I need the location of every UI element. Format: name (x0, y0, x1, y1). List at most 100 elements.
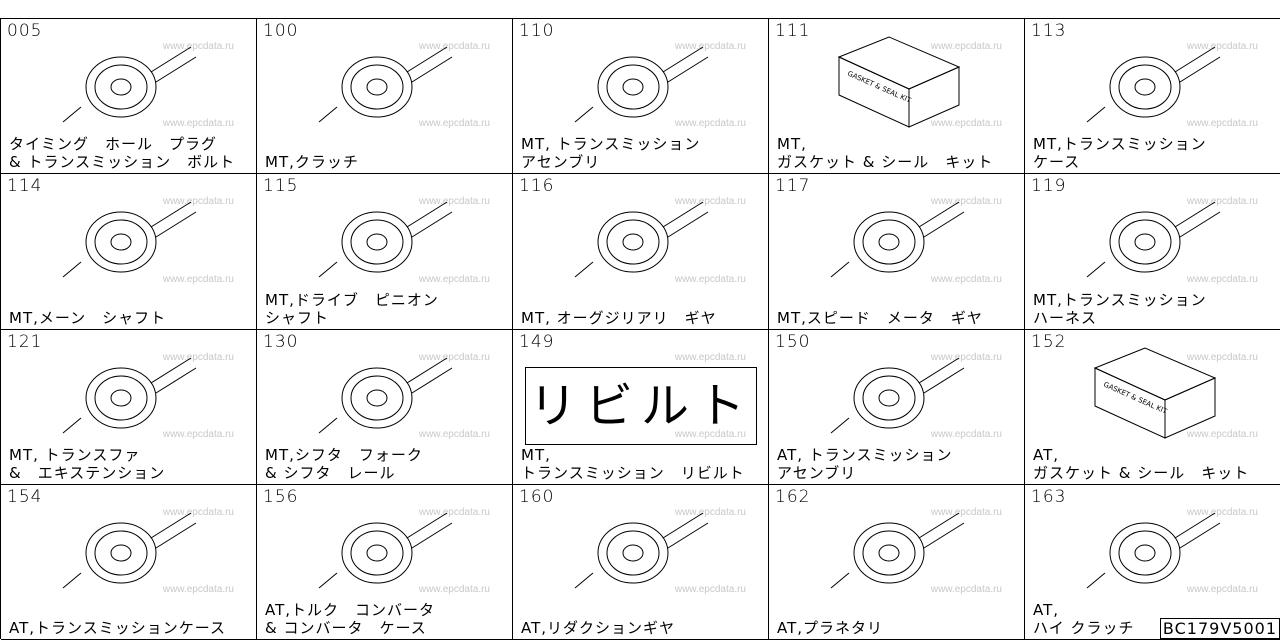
part-label-line: MT, オーグジリアリ ギヤ (521, 309, 717, 327)
part-label: AT,リダクションギヤ (521, 619, 675, 637)
watermark: www.epcdata.ru (674, 196, 746, 207)
watermark: www.epcdata.ru (418, 196, 490, 207)
part-label-line: シャフト (265, 309, 330, 327)
part-label-line: AT,プラネタリ (777, 619, 884, 637)
watermark: www.epcdata.ru (418, 352, 490, 363)
watermark: www.epcdata.ru (930, 41, 1002, 52)
part-number: 154 (7, 487, 43, 507)
part-number: 162 (775, 487, 811, 507)
part-label-line: MT, トランスファ (9, 446, 141, 464)
watermark: www.epcdata.ru (930, 196, 1002, 207)
high-clutch-icon (1085, 493, 1225, 598)
part-label-line: MT,ドライブ ピニオン (265, 291, 439, 309)
part-number: 163 (1031, 487, 1067, 507)
part-label-line: MT,クラッチ (265, 153, 359, 171)
watermark: www.epcdata.ru (418, 429, 490, 440)
part-label: AT,トルク コンバータ& コンバータ ケース (265, 601, 435, 637)
part-label-line: MT, (777, 135, 807, 153)
part-number: 156 (263, 487, 299, 507)
watermark: www.epcdata.ru (162, 41, 234, 52)
watermark: www.epcdata.ru (930, 507, 1002, 518)
part-label-line: MT,シフタ フォーク (265, 446, 423, 464)
part-number: 116 (519, 176, 555, 196)
watermark: www.epcdata.ru (1186, 196, 1258, 207)
watermark: www.epcdata.ru (1186, 507, 1258, 518)
part-label: MT,クラッチ (265, 153, 359, 171)
reduction-gear-icon (573, 493, 713, 598)
part-label-line: ハーネス (1033, 309, 1098, 327)
part-label: AT,ガスケット & シール キット (1033, 446, 1249, 482)
watermark: www.epcdata.ru (418, 507, 490, 518)
watermark: www.epcdata.ru (162, 584, 234, 595)
part-label-line: タイミング ホール プラグ (9, 135, 218, 153)
gasket-kit-box-icon: GASKET & SEAL KIT (1085, 338, 1225, 443)
watermark: www.epcdata.ru (418, 118, 490, 129)
part-number: 110 (519, 21, 555, 41)
watermark: www.epcdata.ru (418, 41, 490, 52)
watermark: www.epcdata.ru (162, 196, 234, 207)
rebuilt-label-box: リビルト (525, 367, 757, 445)
watermark: www.epcdata.ru (1186, 41, 1258, 52)
torque-converter-icon (317, 493, 457, 598)
part-label: MT, トランスミッションアセンブリ (521, 135, 700, 171)
part-label-line: MT,スピード メータ ギヤ (777, 309, 983, 327)
watermark: www.epcdata.ru (1186, 118, 1258, 129)
watermark: www.epcdata.ru (1186, 429, 1258, 440)
speedometer-gear-icon (829, 182, 969, 287)
part-label: MT,トランスミッションケース (1033, 135, 1207, 171)
watermark: www.epcdata.ru (162, 429, 234, 440)
part-number: 113 (1031, 21, 1067, 41)
part-label-line: AT, (1033, 601, 1060, 619)
part-label-line: アセンブリ (521, 153, 601, 171)
part-label: MT, オーグジリアリ ギヤ (521, 309, 717, 327)
part-label: MT,シフタ フォーク& シフタ レール (265, 446, 423, 482)
watermark: www.epcdata.ru (674, 507, 746, 518)
part-label: MT, トランスファ& エキステンション (9, 446, 165, 482)
part-label: MT,トランスミッション リビルト (521, 446, 745, 482)
watermark: www.epcdata.ru (930, 429, 1002, 440)
part-number: 152 (1031, 332, 1067, 352)
part-label-line: ガスケット & シール キット (1033, 464, 1250, 482)
part-number: 130 (263, 332, 299, 352)
transmission-assembly-icon (573, 27, 713, 132)
part-label-line: & エキステンション (9, 464, 166, 482)
part-number: 100 (263, 21, 299, 41)
svg-text:GASKET & SEAL KIT: GASKET & SEAL KIT (846, 70, 913, 105)
harness-icon (1085, 182, 1225, 287)
watermark: www.epcdata.ru (1186, 584, 1258, 595)
part-label-line: MT,メーン シャフト (9, 309, 167, 327)
watermark: www.epcdata.ru (1186, 352, 1258, 363)
watermark: www.epcdata.ru (930, 352, 1002, 363)
part-label: AT,トランスミッションケース (9, 619, 226, 637)
drive-pinion-shaft-icon (317, 182, 457, 287)
watermark: www.epcdata.ru (162, 274, 234, 285)
watermark: www.epcdata.ru (930, 584, 1002, 595)
part-number: 111 (775, 21, 811, 41)
part-label-line: アセンブリ (777, 464, 857, 482)
at-transmission-case-icon (61, 493, 201, 598)
part-label-line: AT,リダクションギヤ (521, 619, 676, 637)
part-label: AT,プラネタリ (777, 619, 883, 637)
watermark: www.epcdata.ru (674, 274, 746, 285)
